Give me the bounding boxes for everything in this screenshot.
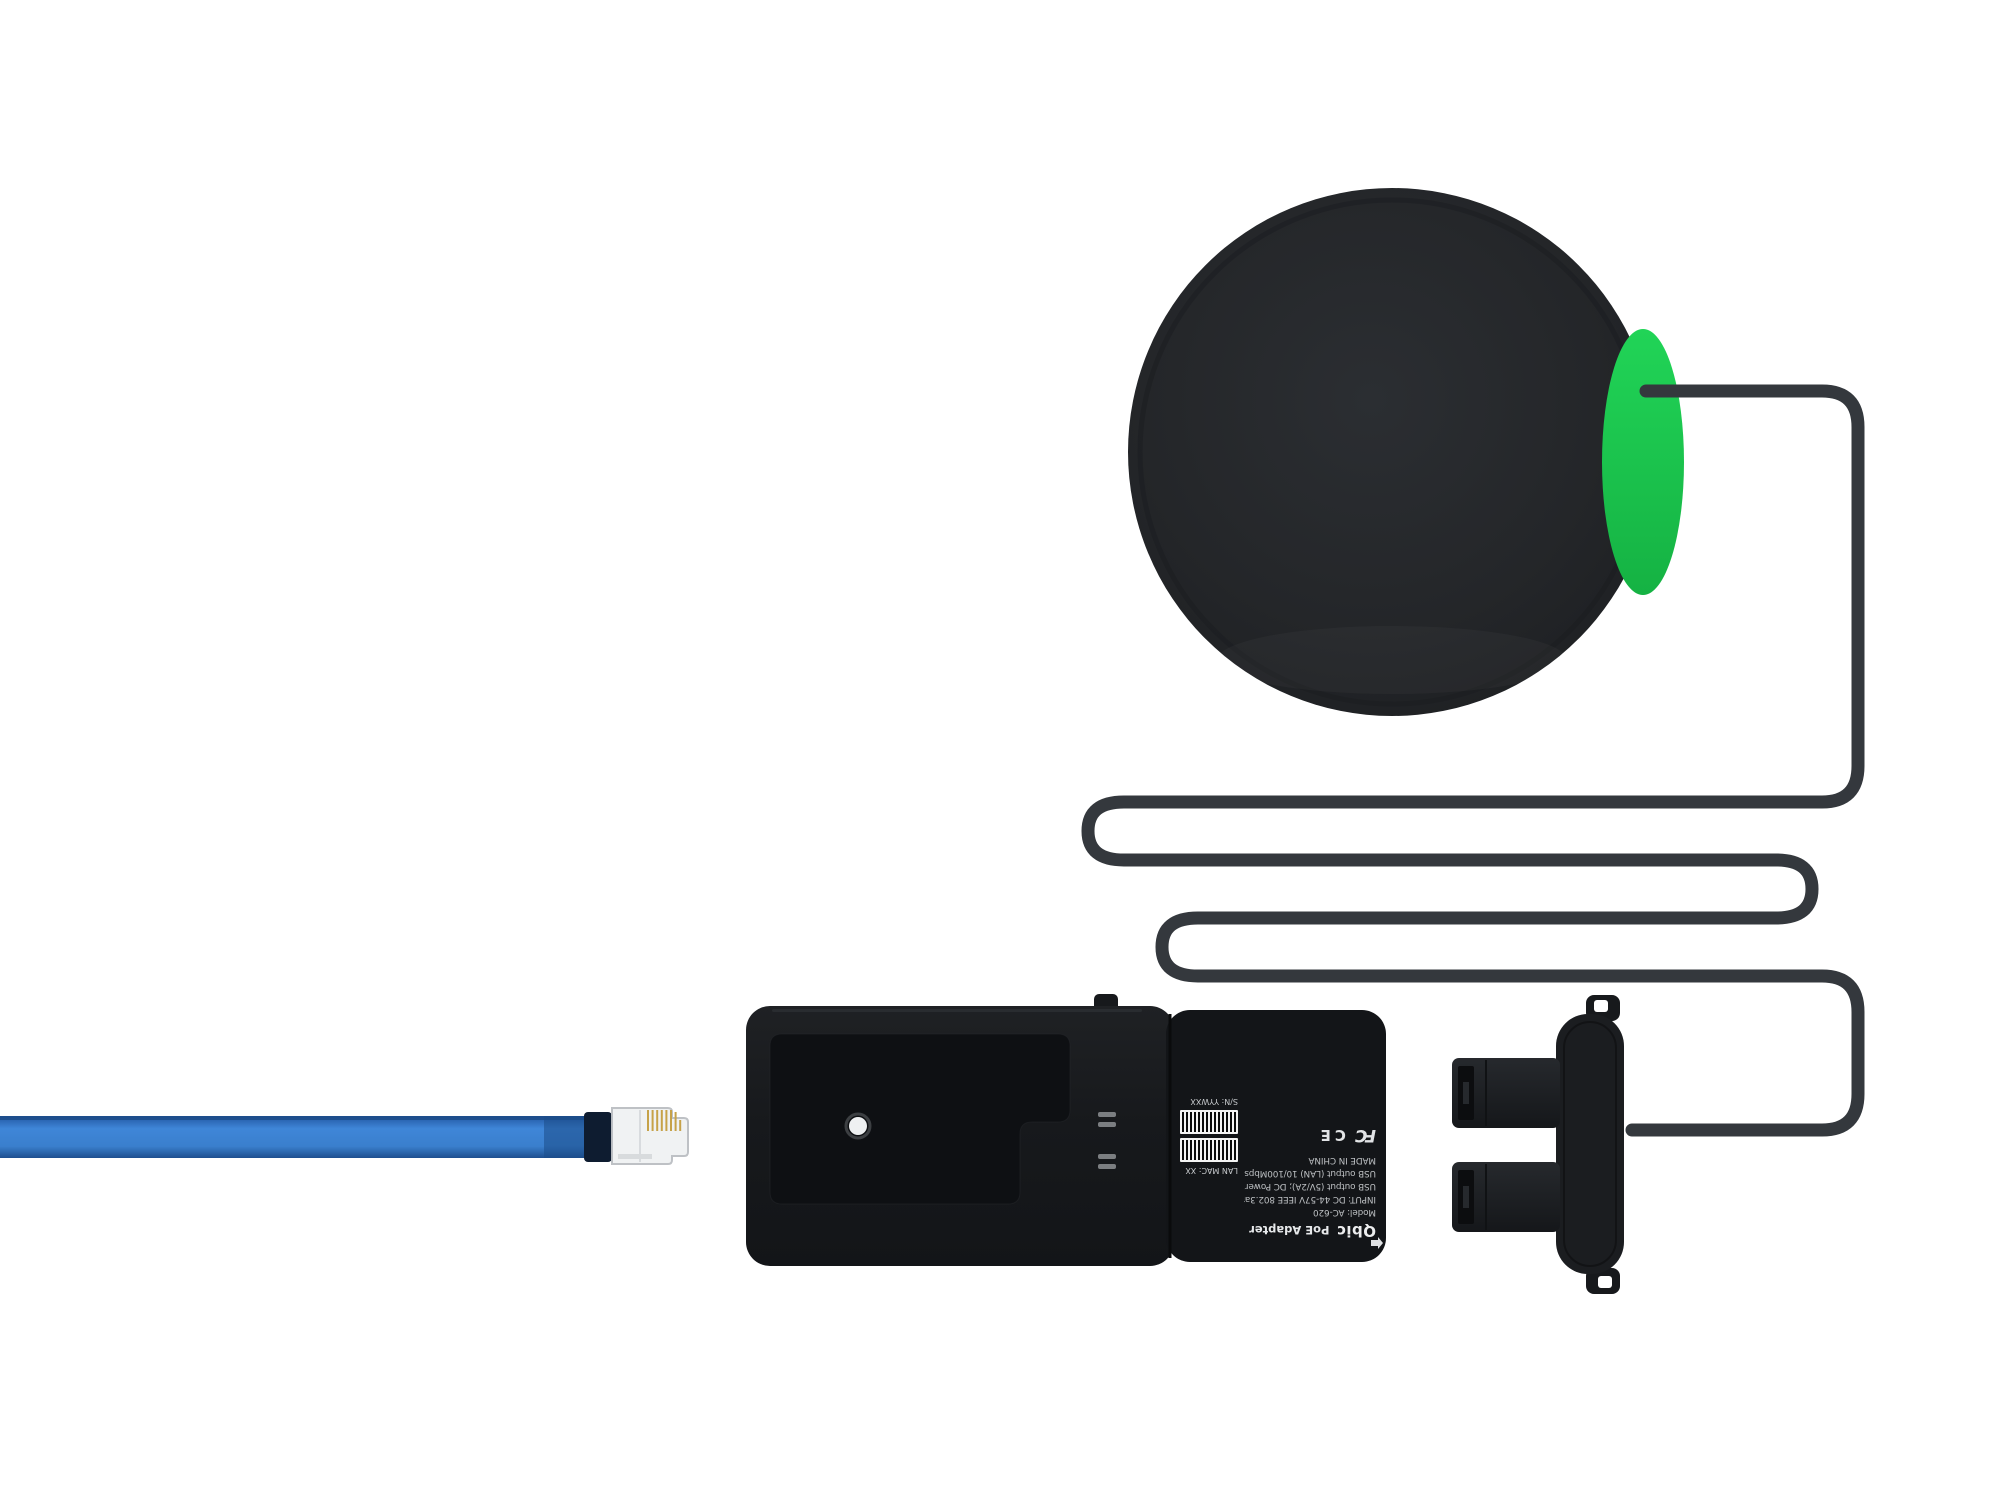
regulatory-arrow-icon — [1371, 1237, 1383, 1249]
brand-row: Qbic PoE Adapter — [1244, 1222, 1376, 1240]
serial-line: S/N: YYWXX — [1190, 1097, 1238, 1106]
usb-plug-top-tongue — [1463, 1082, 1469, 1104]
usb-lan-line: USB output (LAN) 10/100Mbps — [1244, 1168, 1376, 1178]
plate-inner-groove — [1563, 1021, 1617, 1267]
rj45-connector — [611, 1107, 689, 1165]
adapter-label: Qbic PoE Adapter Model: AC-620 INPUT: DC… — [1172, 1022, 1384, 1250]
product-name: PoE Adapter — [1249, 1223, 1330, 1237]
model-line: Model: AC-620 — [1313, 1207, 1376, 1217]
adapter-hole-ring — [844, 1112, 872, 1140]
mac-line: LAN MAC: XX — [1185, 1166, 1238, 1175]
puck-body — [1128, 188, 1656, 716]
puck-sheen — [1217, 626, 1567, 694]
adapter-top-highlight — [772, 1009, 1142, 1012]
ethernet-cable-end-shade — [544, 1116, 586, 1158]
usb-power-line: USB output (5V/2A); DC Power — [1245, 1181, 1376, 1191]
input-line: INPUT: DC 44-57V IEEE 802.3af — [1244, 1194, 1376, 1204]
puck-accent-window — [1602, 329, 1684, 595]
usb-plug-top — [1452, 1058, 1560, 1128]
ce-mark: CE — [1316, 1126, 1346, 1144]
plate-clip-bottom-notch — [1598, 1276, 1612, 1288]
mac-barcode — [1180, 1138, 1238, 1162]
serial-barcode — [1180, 1110, 1238, 1134]
poe-adapter — [746, 994, 1386, 1266]
usb-connector-assembly — [1452, 995, 1624, 1294]
ethernet-cable — [0, 1107, 689, 1165]
usb-connector-plate — [1556, 1014, 1624, 1274]
usb-plug-bottom-tongue — [1463, 1186, 1469, 1208]
plate-clip-top-notch — [1594, 1000, 1608, 1012]
adapter-hole — [849, 1117, 867, 1135]
adapter-vent-marks — [1098, 1112, 1116, 1169]
origin-line: MADE IN CHINA — [1308, 1155, 1376, 1165]
adapter-recess-panel — [769, 1033, 1071, 1205]
puck-device — [1128, 188, 1656, 716]
ethernet-cable-top-edge — [0, 1116, 586, 1120]
ethernet-cable-boot — [584, 1112, 612, 1162]
rj45-latch — [618, 1154, 652, 1159]
power-cable — [1081, 384, 1865, 1137]
ethernet-cable-ribbon — [0, 1116, 586, 1158]
fcc-mark: FC — [1357, 1125, 1376, 1145]
rj45-pins — [647, 1110, 682, 1131]
usb-plug-bottom — [1452, 1162, 1560, 1232]
adapter-label-text-block: Qbic PoE Adapter Model: AC-620 INPUT: DC… — [1244, 1032, 1383, 1249]
regulatory-marks: FC CE — [1244, 1125, 1383, 1249]
adapter-label-codes: LAN MAC: XX S/N: YYWXX — [1180, 1032, 1238, 1240]
adapter-label-cap — [1166, 1010, 1386, 1262]
